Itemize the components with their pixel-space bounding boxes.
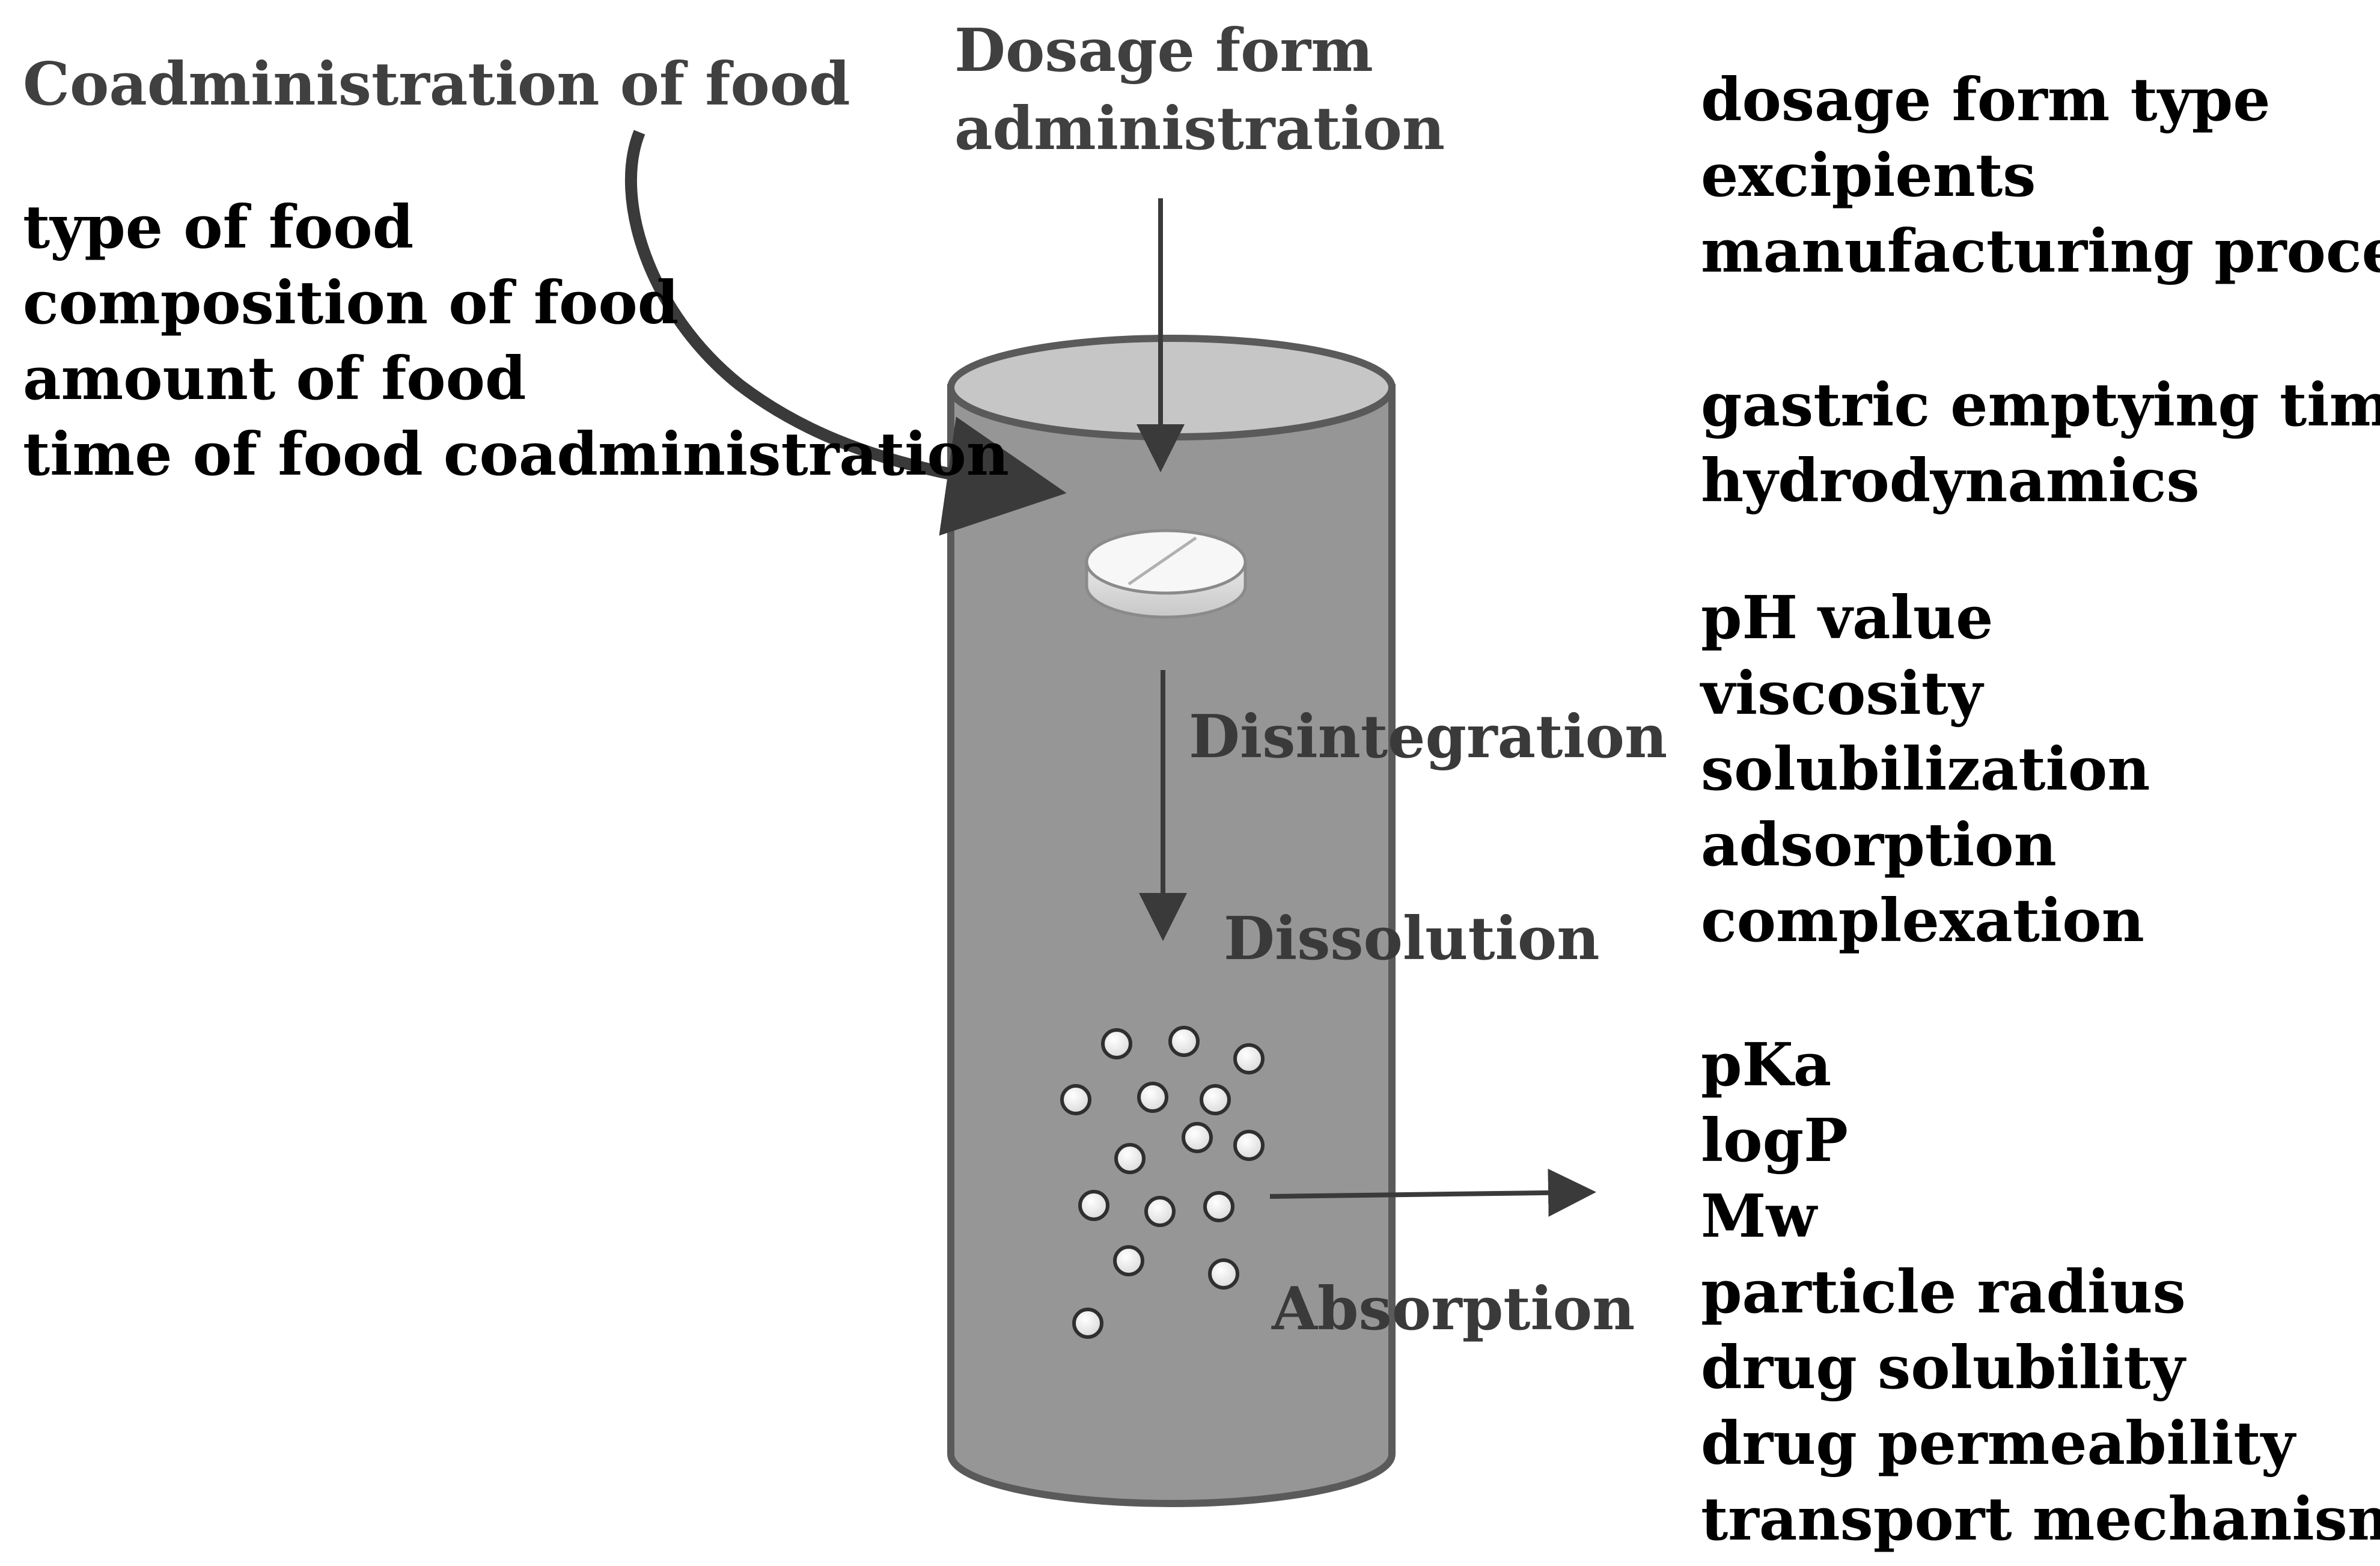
cylinder-top (947, 335, 1396, 440)
drug-particle (1208, 1258, 1239, 1290)
food-factor: amount of food (23, 344, 526, 413)
drug-particle (1078, 1190, 1109, 1221)
luminal-factor: adsorption (1701, 811, 2057, 880)
absorption-label: Absorption (1272, 1275, 1635, 1344)
luminal-factors-list: pH value viscosity solubilization adsorp… (1701, 580, 2150, 959)
drug-factor: Mw (1701, 1182, 1817, 1251)
drug-factor: drug solubility (1701, 1333, 2185, 1403)
drug-particle (1137, 1082, 1168, 1113)
luminal-factor: complexation (1701, 886, 2144, 955)
drug-particle (1168, 1026, 1200, 1057)
drug-particle (1101, 1028, 1132, 1059)
drug-particle (1060, 1084, 1091, 1115)
drug-particle (1114, 1143, 1146, 1174)
food-arrow (624, 130, 1067, 536)
formulation-factor: excipients (1701, 141, 2036, 210)
drug-factor: drug permeability (1701, 1409, 2295, 1478)
drug-particle (1182, 1122, 1213, 1153)
drug-factor: pKa (1701, 1031, 1832, 1100)
food-factor: composition of food (23, 269, 679, 338)
luminal-factor: pH value (1701, 583, 1994, 653)
luminal-factor: viscosity (1701, 659, 1983, 728)
disintegration-label: Disintegration (1189, 702, 1668, 772)
dosage-heading-line1: Dosage form (954, 16, 1373, 85)
formulation-factor: manufacturing process (1701, 217, 2380, 286)
physiology-factor: hydrodynamics (1701, 446, 2200, 516)
drug-particle (1233, 1043, 1265, 1074)
drug-particle (1072, 1308, 1103, 1339)
dosage-heading-line2: administration (954, 94, 1445, 163)
formulation-factors-list: dosage form type excipients manufacturin… (1701, 62, 2380, 290)
physiology-factor: gastric emptying time (1701, 371, 2380, 440)
tablet-icon (1085, 529, 1247, 619)
food-factor: time of food coadministration (23, 420, 1009, 489)
drug-particle (1113, 1245, 1144, 1276)
drug-particles (1060, 1026, 1265, 1339)
luminal-factor: solubilization (1701, 735, 2150, 804)
drug-factors-list: pKa logP Mw particle radius drug solubil… (1701, 1028, 2380, 1558)
drug-factor: logP (1701, 1106, 1848, 1175)
drug-particle (1233, 1130, 1265, 1161)
food-factor: type of food (23, 193, 414, 262)
cylinder-body (947, 384, 1396, 1507)
drug-factor: transport mechanisms (1701, 1485, 2380, 1554)
absorption-arrow (1269, 1168, 1596, 1217)
food-factors-list: type of food composition of food amount … (23, 190, 1009, 493)
drug-particle (1203, 1191, 1234, 1222)
drug-particle (1144, 1196, 1176, 1227)
gi-cylinder (947, 335, 1396, 1507)
dissolution-label: Dissolution (1224, 904, 1600, 973)
physiology-factors-list: gastric emptying time hydrodynamics (1701, 368, 2380, 519)
food-heading: Coadministration of food (23, 50, 850, 119)
drug-particle (1200, 1084, 1231, 1115)
drug-factor: particle radius (1701, 1258, 2186, 1327)
formulation-factor: dosage form type (1701, 66, 2271, 135)
